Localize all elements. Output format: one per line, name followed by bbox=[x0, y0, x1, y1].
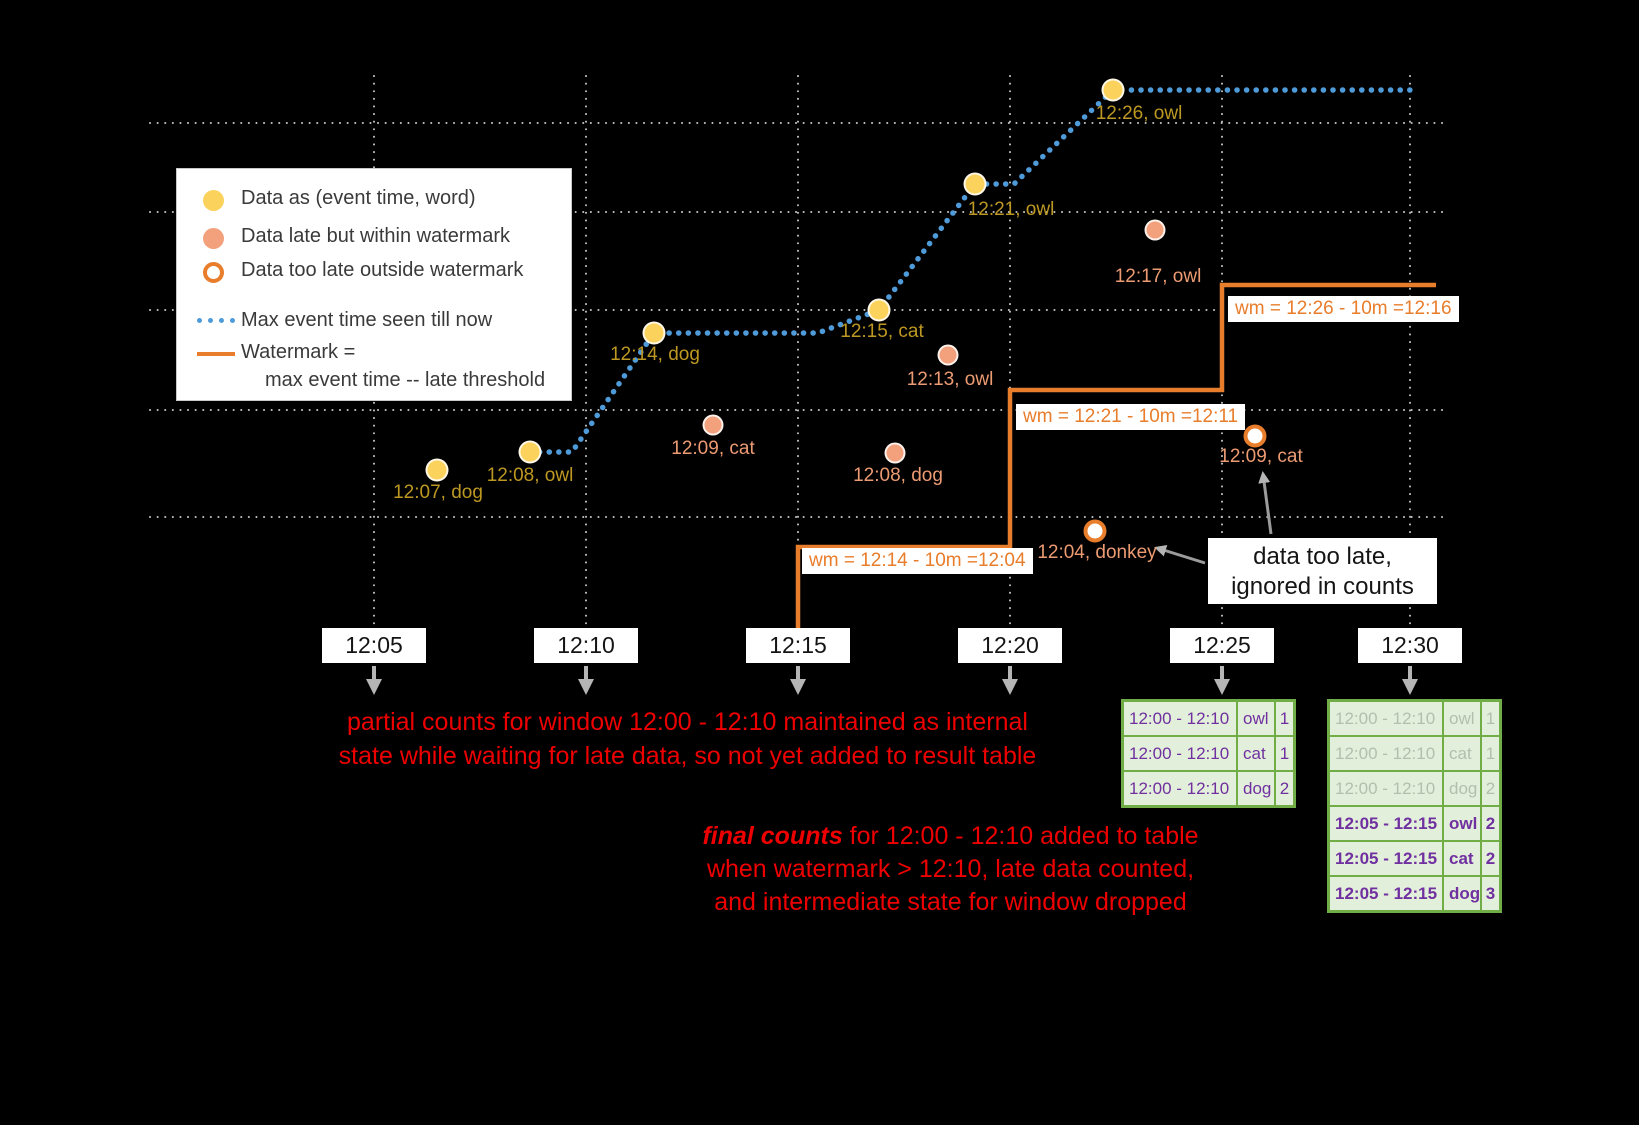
table-cell-count: 2 bbox=[1276, 772, 1293, 805]
watermark-value-label: wm = 12:21 - 10m =12:11 bbox=[1016, 404, 1246, 430]
legend-too-late-label: Data too late outside watermark bbox=[241, 259, 524, 281]
too-late-callout: data too late, ignored in counts bbox=[1208, 538, 1437, 604]
on-time-point-label: 12:08, owl bbox=[486, 465, 574, 486]
on-time-point bbox=[1101, 78, 1125, 102]
legend: Data as (event time, word) Data late but… bbox=[176, 168, 572, 401]
late-point-label: 12:09, cat bbox=[671, 438, 755, 459]
partial-counts-line1: partial counts for window 12:00 - 12:10 … bbox=[347, 708, 1028, 736]
table-cell-window: 12:00 - 12:10 bbox=[1124, 772, 1236, 805]
legend-max-event-label: Max event time seen till now bbox=[241, 309, 493, 331]
too-late-point-label: 12:09, cat bbox=[1219, 446, 1303, 467]
table-cell-word: cat bbox=[1238, 737, 1274, 770]
axis-tick: 12:30 bbox=[1358, 628, 1462, 663]
on-time-point bbox=[642, 321, 666, 345]
late-point-label: 12:13, owl bbox=[906, 369, 994, 390]
table-cell-window: 12:05 - 12:15 bbox=[1330, 842, 1442, 875]
final-counts-emphasis: final counts bbox=[702, 822, 843, 850]
watermark-value-label: wm = 12:26 - 10m =12:16 bbox=[1228, 296, 1459, 322]
table-cell-window: 12:00 - 12:10 bbox=[1124, 702, 1236, 735]
axis-tick: 12:20 bbox=[958, 628, 1062, 663]
table-cell-count: 1 bbox=[1482, 702, 1499, 735]
table-cell-count: 1 bbox=[1482, 737, 1499, 770]
legend-on-time-label: Data as (event time, word) bbox=[241, 187, 476, 209]
axis-tick: 12:25 bbox=[1170, 628, 1274, 663]
legend-late-label: Data late but within watermark bbox=[241, 225, 511, 247]
table-cell-window: 12:00 - 12:10 bbox=[1330, 702, 1442, 735]
axis-tick: 12:10 bbox=[534, 628, 638, 663]
final-counts-line1-rest: for 12:00 - 12:10 added to table bbox=[842, 822, 1199, 850]
on-time-point-label: 12:07, dog bbox=[393, 482, 483, 503]
final-counts-line1: final counts for 12:00 - 12:10 added to … bbox=[688, 820, 1213, 853]
legend-too-late-dot-icon bbox=[203, 262, 224, 283]
table-cell-count: 2 bbox=[1482, 772, 1499, 805]
axis-tick: 12:15 bbox=[746, 628, 850, 663]
legend-late-dot-icon bbox=[203, 228, 224, 249]
late-point-label: 12:17, owl bbox=[1114, 266, 1202, 287]
table-cell-count: 2 bbox=[1482, 807, 1499, 840]
too-late-callout-line1: data too late, bbox=[1253, 543, 1392, 570]
table-cell-window: 12:00 - 12:10 bbox=[1330, 737, 1442, 770]
late-point bbox=[702, 414, 724, 436]
axis-arrows bbox=[366, 666, 1418, 695]
table-cell-word: dog bbox=[1444, 772, 1480, 805]
late-point bbox=[1144, 219, 1166, 241]
final-counts-annotation: final counts for 12:00 - 12:10 added to … bbox=[688, 820, 1213, 919]
legend-watermark-line-icon bbox=[197, 352, 235, 356]
watermark-value-label: wm = 12:14 - 10m =12:04 bbox=[802, 548, 1033, 574]
too-late-point-label: 12:04, donkey bbox=[1037, 542, 1157, 563]
partial-counts-line2: state while waiting for late data, so no… bbox=[338, 742, 1037, 770]
too-late-point bbox=[1243, 424, 1267, 448]
max-event-time-line bbox=[527, 87, 1419, 455]
table-cell-word: owl bbox=[1444, 807, 1480, 840]
too-late-callout-line2: ignored in counts bbox=[1231, 573, 1414, 600]
table-cell-window: 12:05 - 12:15 bbox=[1330, 877, 1442, 910]
table-cell-word: cat bbox=[1444, 842, 1480, 875]
late-point-label: 12:08, dog bbox=[853, 465, 943, 486]
table-cell-word: owl bbox=[1238, 702, 1274, 735]
final-counts-line2: when watermark > 12:10, late data counte… bbox=[706, 855, 1195, 883]
table-cell-word: dog bbox=[1444, 877, 1480, 910]
on-time-point bbox=[867, 298, 891, 322]
legend-watermark-label-line2: max event time -- late threshold bbox=[265, 369, 546, 391]
table-cell-window: 12:00 - 12:10 bbox=[1124, 737, 1236, 770]
legend-max-event-line-icon bbox=[197, 318, 235, 323]
axis-tick: 12:05 bbox=[322, 628, 426, 663]
result-table-final: 12:00 - 12:10 owl 1 12:00 - 12:10 cat 1 … bbox=[1327, 699, 1502, 913]
table-cell-window: 12:05 - 12:15 bbox=[1330, 807, 1442, 840]
too-late-callout-arrows bbox=[1154, 471, 1273, 565]
table-cell-word: cat bbox=[1444, 737, 1480, 770]
result-table-partial: 12:00 - 12:10 owl 1 12:00 - 12:10 cat 1 … bbox=[1121, 699, 1296, 808]
table-cell-count: 1 bbox=[1276, 737, 1293, 770]
late-point bbox=[937, 344, 959, 366]
on-time-point bbox=[963, 172, 987, 196]
on-time-point-label: 12:26, owl bbox=[1095, 103, 1183, 124]
table-cell-word: dog bbox=[1238, 772, 1274, 805]
late-point bbox=[884, 442, 906, 464]
legend-watermark-label-line1: Watermark = bbox=[241, 341, 356, 363]
legend-on-time-dot-icon bbox=[203, 190, 224, 211]
too-late-point bbox=[1083, 519, 1107, 543]
on-time-point bbox=[425, 458, 449, 482]
on-time-point-label: 12:14, dog bbox=[610, 344, 700, 365]
partial-counts-annotation: partial counts for window 12:00 - 12:10 … bbox=[320, 705, 1055, 773]
on-time-point-label: 12:15, cat bbox=[840, 321, 924, 342]
on-time-point bbox=[518, 440, 542, 464]
table-cell-count: 1 bbox=[1276, 702, 1293, 735]
on-time-point-label: 12:21, owl bbox=[967, 199, 1055, 220]
table-cell-count: 3 bbox=[1482, 877, 1499, 910]
table-cell-count: 2 bbox=[1482, 842, 1499, 875]
final-counts-line3: and intermediate state for window droppe… bbox=[714, 888, 1187, 916]
watermark-line bbox=[795, 282, 1436, 631]
table-cell-word: owl bbox=[1444, 702, 1480, 735]
table-cell-window: 12:00 - 12:10 bbox=[1330, 772, 1442, 805]
